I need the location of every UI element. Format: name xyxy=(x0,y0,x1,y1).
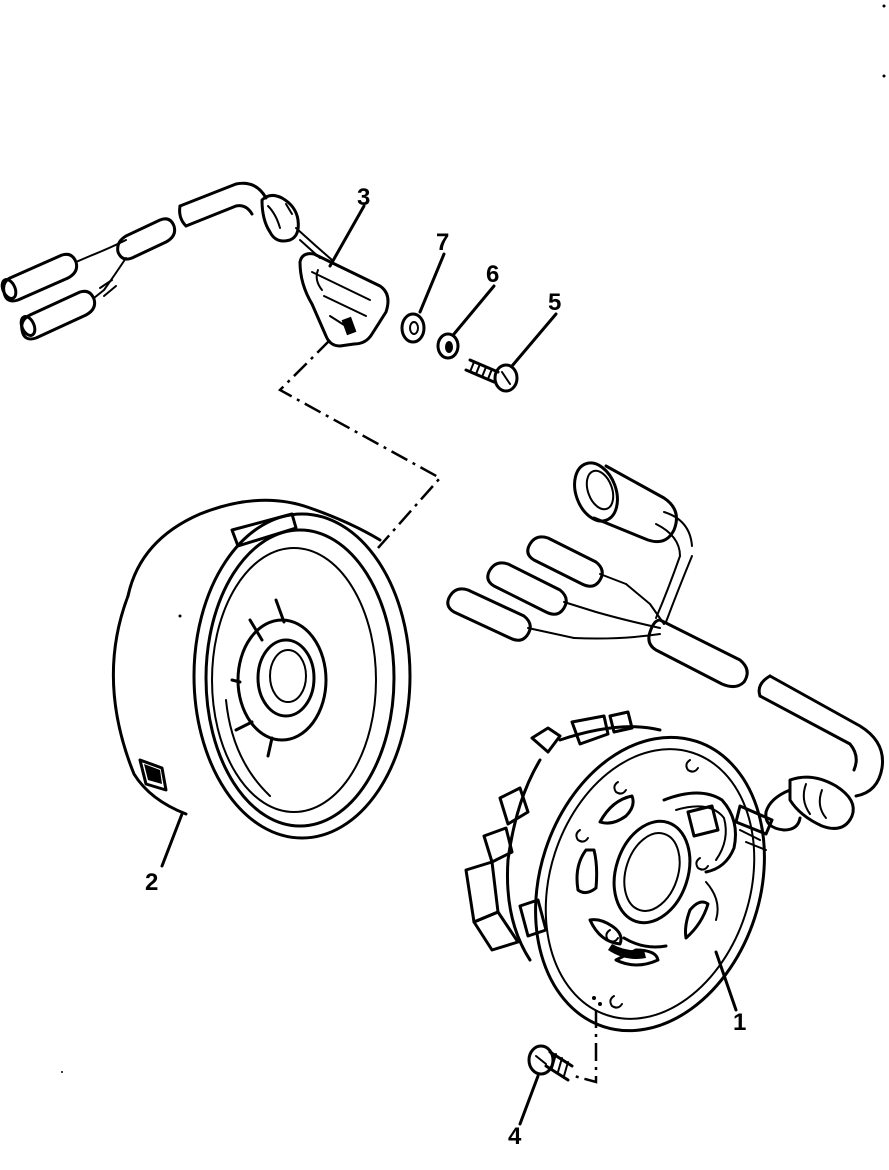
harness-connector-c xyxy=(446,587,575,642)
stator-assembly xyxy=(464,710,774,1033)
alignment-line-coil xyxy=(277,339,442,549)
leader-4 xyxy=(518,1074,540,1126)
leader-3 xyxy=(328,204,366,268)
alignment-line-stator xyxy=(573,1010,598,1084)
callout-4: 4 xyxy=(508,1123,522,1150)
flywheel-rotor xyxy=(111,498,412,840)
pickup-screw xyxy=(464,358,519,393)
plain-washer xyxy=(400,312,426,344)
spring-washer xyxy=(436,332,460,360)
stator-screw xyxy=(527,1044,574,1082)
harness-round-connector xyxy=(573,461,693,557)
callout-3: 3 xyxy=(357,184,370,211)
leader-5 xyxy=(510,312,558,368)
harness-connector-a xyxy=(526,535,627,588)
pickup-connector-upper xyxy=(0,239,127,303)
callout-5: 5 xyxy=(548,289,561,316)
leader-7 xyxy=(418,252,446,314)
harness-connector-b xyxy=(486,561,597,616)
leader-6 xyxy=(452,284,496,336)
callout-1: 1 xyxy=(733,1009,746,1036)
pickup-connector-lower xyxy=(19,257,127,341)
stator-wiring-harness xyxy=(446,461,885,832)
pickup-coil-assembly xyxy=(0,181,390,348)
callout-2: 2 xyxy=(145,869,158,896)
leader-1 xyxy=(714,950,738,1012)
callout-7: 7 xyxy=(436,229,449,256)
callout-6: 6 xyxy=(486,261,499,288)
leader-2 xyxy=(160,812,184,868)
